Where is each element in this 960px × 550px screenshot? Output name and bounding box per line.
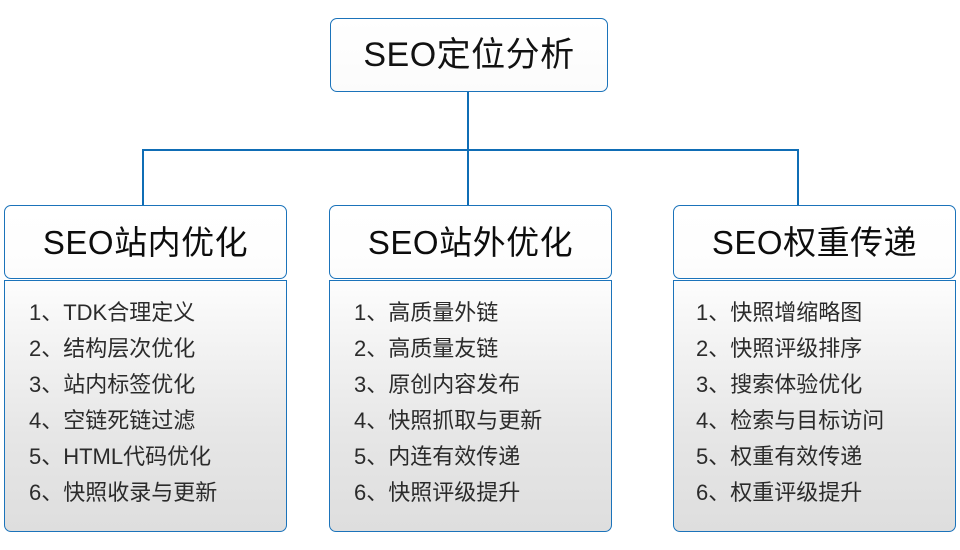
branch-column-3: SEO权重传递 1、快照增缩略图 2、快照评级排序 3、搜索体验优化 4、检索与… [673,205,956,532]
list-item: 1、高质量外链 [354,300,499,325]
list-item: 3、搜索体验优化 [696,372,863,397]
branch-2-list: 1、高质量外链 2、高质量友链 3、原创内容发布 4、快照抓取与更新 5、内连有… [330,295,542,511]
list-item: 2、高质量友链 [354,336,499,361]
branch-1-list: 1、TDK合理定义 2、结构层次优化 3、站内标签优化 4、空链死链过滤 5、H… [5,295,217,511]
list-item: 3、原创内容发布 [354,372,521,397]
list-item: 3、站内标签优化 [29,372,196,397]
list-item: 6、快照收录与更新 [29,480,218,505]
connector-branch-2-vertical [467,149,469,206]
list-item: 1、TDK合理定义 [29,300,196,325]
branch-3-list: 1、快照增缩略图 2、快照评级排序 3、搜索体验优化 4、检索与目标访问 5、权… [674,295,884,511]
branch-1-title: SEO站内优化 [42,223,249,261]
connector-root-vertical [467,92,469,150]
branch-3-header[interactable]: SEO权重传递 [673,205,956,279]
list-item: 4、检索与目标访问 [696,408,885,433]
branch-1-header[interactable]: SEO站内优化 [4,205,287,279]
list-item: 5、内连有效传递 [354,444,521,469]
branch-2-title: SEO站外优化 [367,223,574,261]
list-item: 1、快照增缩略图 [696,300,863,325]
root-node[interactable]: SEO定位分析 [330,18,608,92]
branch-column-1: SEO站内优化 1、TDK合理定义 2、结构层次优化 3、站内标签优化 4、空链… [4,205,287,532]
list-item: 2、快照评级排序 [696,336,863,361]
branch-3-title: SEO权重传递 [711,223,918,261]
branch-2-header[interactable]: SEO站外优化 [329,205,612,279]
list-item: 5、HTML代码优化 [29,444,212,469]
list-item: 5、权重有效传递 [696,444,863,469]
branch-1-body: 1、TDK合理定义 2、结构层次优化 3、站内标签优化 4、空链死链过滤 5、H… [4,280,287,532]
connector-branch-1-vertical [142,149,144,206]
connector-horizontal-right [444,149,798,151]
connector-horizontal-left [142,149,444,151]
branch-3-body: 1、快照增缩略图 2、快照评级排序 3、搜索体验优化 4、检索与目标访问 5、权… [673,280,956,532]
connector-branch-3-vertical [797,149,799,206]
list-item: 4、快照抓取与更新 [354,408,543,433]
branch-column-2: SEO站外优化 1、高质量外链 2、高质量友链 3、原创内容发布 4、快照抓取与… [329,205,612,532]
root-node-title: SEO定位分析 [363,36,575,74]
list-item: 2、结构层次优化 [29,336,196,361]
list-item: 6、快照评级提升 [354,480,521,505]
branch-2-body: 1、高质量外链 2、高质量友链 3、原创内容发布 4、快照抓取与更新 5、内连有… [329,280,612,532]
list-item: 4、空链死链过滤 [29,408,196,433]
list-item: 6、权重评级提升 [696,480,863,505]
